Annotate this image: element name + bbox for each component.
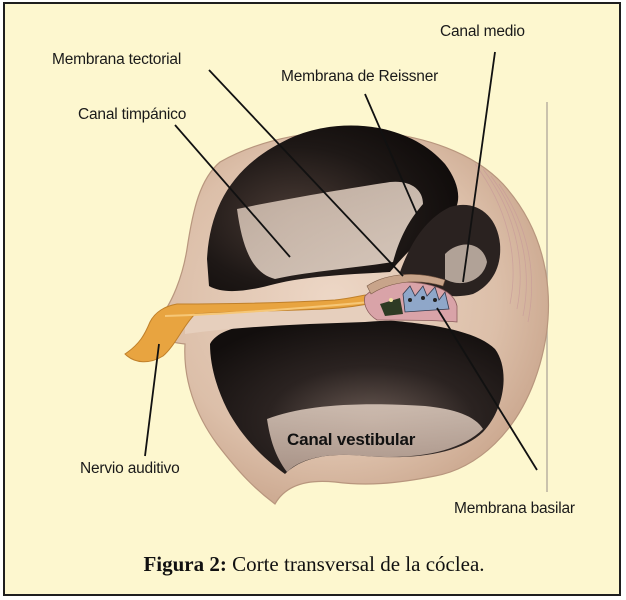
label-membrana-reissner: Membrana de Reissner xyxy=(281,68,438,86)
label-nervio-auditivo: Nervio auditivo xyxy=(80,460,180,478)
figure-frame: Canal medio Membrana tectorial Membrana … xyxy=(3,2,621,596)
label-membrana-basilar: Membrana basilar xyxy=(454,500,575,518)
label-canal-medio: Canal medio xyxy=(440,23,525,41)
caption-text: Corte transversal de la cóclea. xyxy=(232,552,484,576)
label-canal-vestibular: Canal vestibular xyxy=(287,430,415,450)
figure-caption: Figura 2: Corte transversal de la cóclea… xyxy=(5,552,623,577)
caption-figure-label: Figura 2: xyxy=(143,552,226,576)
label-canal-timpanico: Canal timpánico xyxy=(78,106,186,124)
label-membrana-tectorial: Membrana tectorial xyxy=(52,51,181,69)
